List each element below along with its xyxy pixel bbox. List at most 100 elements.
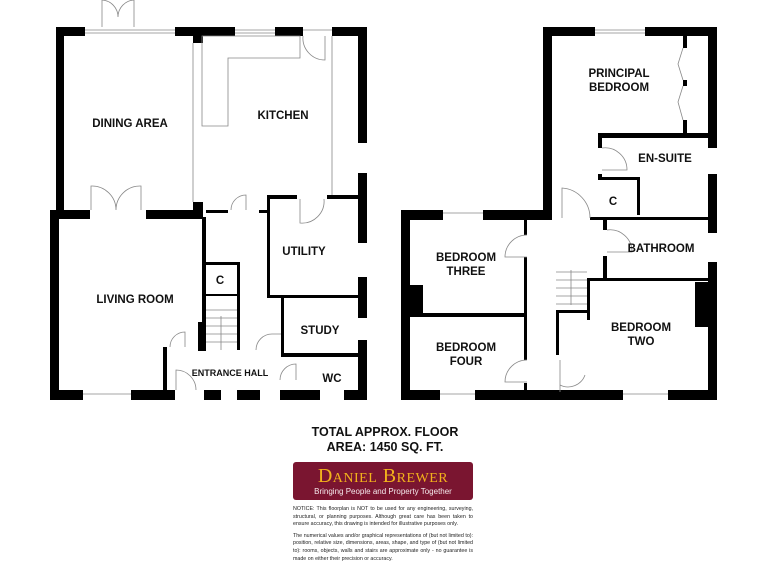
wall: [587, 278, 590, 320]
room-label-principal-bedroom-1: PRINCIPAL: [588, 68, 649, 80]
room-label-bedroom-three-2: THREE: [447, 266, 486, 278]
wall: [524, 220, 527, 235]
total-area-line-1: TOTAL APPROX. FLOOR: [311, 425, 459, 439]
wall: [556, 310, 587, 313]
wall: [275, 27, 303, 36]
door: [601, 147, 628, 171]
door: [504, 359, 528, 383]
wall: [193, 202, 203, 217]
room-label-principal-bedroom-2: BEDROOM: [589, 82, 649, 94]
window: [83, 29, 668, 395]
door: [230, 194, 247, 211]
wall: [603, 220, 607, 230]
wall: [281, 353, 358, 357]
stairs: [556, 270, 587, 305]
door: [559, 360, 586, 392]
wall: [401, 210, 443, 220]
door: [299, 198, 325, 224]
wall: [358, 27, 367, 143]
logo-tagline: Bringing People and Property Together: [314, 487, 452, 496]
wall: [683, 35, 687, 48]
stairs: [206, 309, 237, 350]
wall: [524, 257, 527, 360]
room-label-study: STUDY: [301, 325, 340, 337]
wall: [163, 347, 167, 400]
wall: [524, 383, 527, 400]
room-label-cupboard: C: [216, 275, 224, 287]
door: [606, 229, 633, 253]
wall: [281, 298, 284, 357]
room-label-bedroom-two-2: TWO: [628, 336, 655, 348]
room-label-wc: WC: [322, 373, 341, 385]
wall: [280, 390, 320, 400]
wall: [556, 310, 559, 355]
wall: [146, 210, 203, 219]
wall: [206, 262, 240, 265]
wall: [332, 27, 367, 36]
door: [302, 35, 326, 61]
room-label-bedroom-three-1: BEDROOM: [436, 252, 496, 264]
disclaimer-paragraph-1: NOTICE: This floorplan is NOT to be used…: [293, 506, 473, 528]
fixtures: [83, 0, 684, 395]
wall: [695, 282, 710, 327]
wall: [401, 390, 440, 400]
door: [561, 187, 591, 219]
wall: [637, 177, 640, 215]
wall: [56, 27, 85, 36]
wall: [267, 195, 297, 199]
room-label-bedroom-four-2: FOUR: [450, 356, 483, 368]
kitchen-divider: [192, 36, 333, 202]
disclaimer: NOTICE: This floorplan is NOT to be used…: [293, 506, 473, 567]
french-door: [90, 185, 142, 211]
wall: [267, 195, 270, 298]
wall: [50, 210, 90, 219]
wall: [50, 390, 83, 400]
room-label-bedroom-two-1: BEDROOM: [611, 322, 671, 334]
window: [85, 29, 332, 34]
room-label-living-room: LIVING ROOM: [96, 294, 173, 306]
door: [169, 331, 186, 348]
wall: [590, 278, 708, 281]
wall: [645, 27, 717, 36]
wall: [708, 27, 717, 148]
room-label-entrance-hall: ENTRANCE HALL: [192, 368, 269, 378]
wall: [267, 295, 358, 298]
total-area: TOTAL APPROX. FLOOR AREA: 1450 SQ. FT.: [280, 425, 490, 455]
wall: [708, 262, 717, 400]
wall: [50, 210, 59, 400]
wall: [683, 80, 687, 86]
disclaimer-paragraph-2: The numerical values and/or graphical re…: [293, 532, 473, 562]
kitchen-counter: [201, 35, 301, 127]
door: [175, 369, 197, 391]
wall: [598, 133, 602, 148]
wall: [327, 195, 358, 199]
room-label-bedroom-four-1: BEDROOM: [436, 342, 496, 354]
logo-name: Daniel Brewer: [317, 465, 449, 487]
wall: [603, 256, 607, 278]
room-label-bathroom: BATHROOM: [628, 243, 695, 255]
wall: [204, 390, 221, 400]
wall: [543, 27, 552, 218]
wall: [358, 340, 367, 400]
wall: [683, 120, 687, 135]
wall: [206, 294, 240, 296]
total-area-line-2: AREA: 1450 SQ. FT.: [326, 440, 444, 454]
wall: [410, 313, 526, 317]
wall: [358, 173, 367, 243]
walls: [50, 27, 717, 400]
wall: [483, 210, 552, 220]
door: [504, 234, 528, 258]
room-label-en-suite: EN-SUITE: [638, 153, 692, 165]
wall: [543, 27, 595, 36]
room-label-cupboard-upstairs: C: [609, 196, 617, 208]
wall: [401, 210, 410, 400]
french-door: [101, 0, 135, 27]
wall: [358, 277, 367, 318]
room-label-dining-area: DINING AREA: [92, 118, 168, 130]
wall: [410, 285, 423, 313]
wall: [668, 390, 717, 400]
door: [279, 363, 297, 381]
wardrobe: [677, 47, 684, 121]
door: [255, 333, 281, 351]
